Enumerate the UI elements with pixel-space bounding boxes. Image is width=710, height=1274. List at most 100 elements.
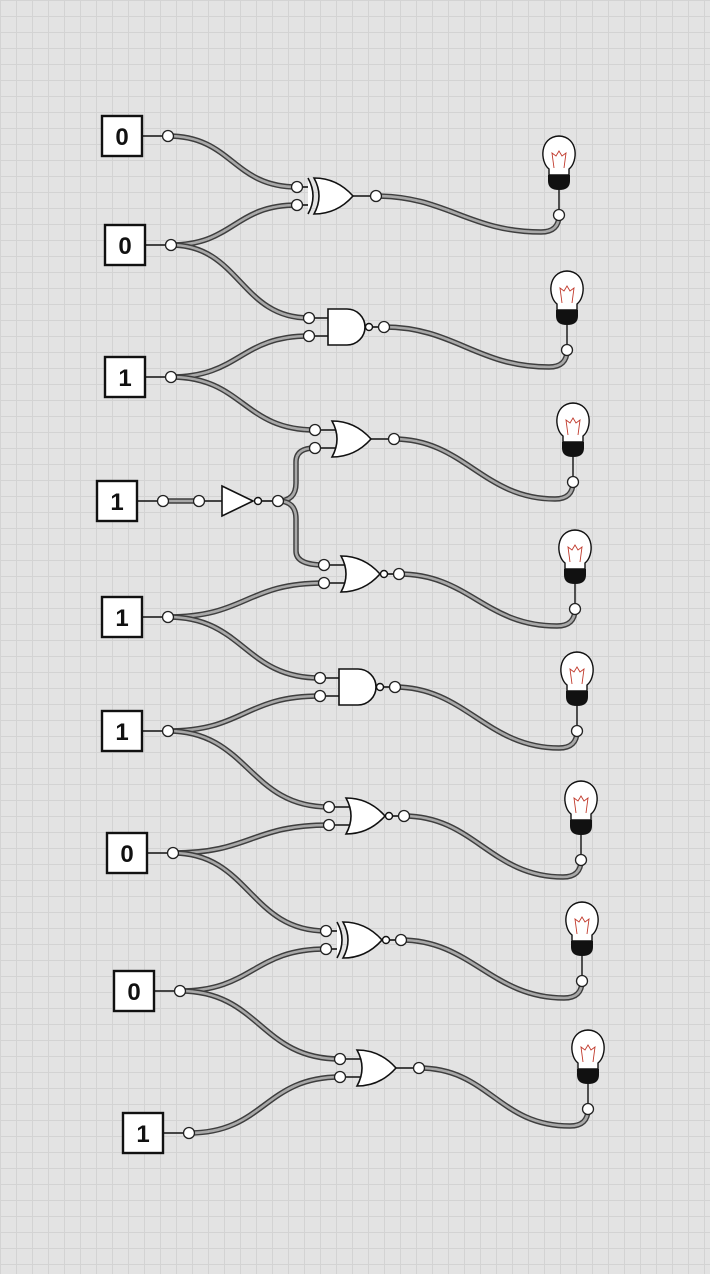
logic-gate-nor [324,555,399,593]
connection-pin[interactable] [302,311,316,325]
connection-pin[interactable] [581,1102,595,1116]
switch-value[interactable]: 1 [115,719,128,746]
connection-pin[interactable] [290,180,304,194]
input-switch[interactable]: 0 [112,969,180,1013]
connection-pin[interactable] [333,1070,347,1084]
input-switch[interactable]: 1 [100,595,168,639]
connection-pin[interactable] [182,1126,196,1140]
input-switch[interactable]: 1 [95,479,163,523]
switch-value[interactable]: 0 [115,124,128,151]
switch-value[interactable]: 1 [118,365,131,392]
bulb-filament [573,795,589,814]
switch-box[interactable] [105,831,149,875]
wire [391,436,576,502]
wire [165,133,300,190]
connection-pin[interactable] [560,343,574,357]
connection-pin[interactable] [317,576,331,590]
connection-pin[interactable] [290,198,304,212]
wire [416,1065,591,1129]
connection-pin[interactable] [164,370,178,384]
connection-pin[interactable] [164,238,178,252]
gate-body [339,555,382,593]
connection-pin[interactable] [161,610,175,624]
wire-outline [396,571,578,629]
input-switch[interactable]: 1 [121,1111,189,1155]
input-switch[interactable]: 1 [103,355,171,399]
connection-pin[interactable] [377,320,391,334]
connection-pin[interactable] [156,494,170,508]
connection-pin[interactable] [574,853,588,867]
connection-pin[interactable] [570,724,584,738]
input-switch[interactable]: 1 [100,709,168,753]
connection-pin[interactable] [394,933,408,947]
connection-pin[interactable] [392,567,406,581]
bulb-glass [556,402,590,443]
connection-pin[interactable] [317,558,331,572]
wire [275,498,327,568]
wire-core [169,375,317,432]
switch-box[interactable] [121,1111,165,1155]
switch-value[interactable]: 1 [115,605,128,632]
logic-gate-or [315,420,394,458]
connection-pin[interactable] [322,818,336,832]
connection-pin[interactable] [387,432,401,446]
connection-pin[interactable] [166,846,180,860]
switch-value[interactable]: 0 [127,979,140,1006]
bulb-glass [564,780,598,821]
connection-pin[interactable] [173,984,187,998]
switch-box[interactable] [103,223,147,267]
connection-pin[interactable] [271,494,285,508]
connection-pin[interactable] [322,800,336,814]
connection-pin[interactable] [308,423,322,437]
input-switch[interactable]: 0 [105,831,173,875]
bulb-filament [580,1044,596,1063]
connection-pin[interactable] [313,671,327,685]
connection-pin[interactable] [308,441,322,455]
wire-core [178,947,328,993]
connection-pin[interactable] [319,942,333,956]
gate-body [330,420,373,458]
wire [381,324,570,370]
bulb-base [570,820,592,835]
xor-curve [336,921,343,959]
connection-pin[interactable] [412,1061,426,1075]
bulb-filament [565,417,581,436]
switch-value[interactable]: 0 [118,233,131,260]
switch-box[interactable] [100,709,144,753]
connection-pin[interactable] [388,680,402,694]
connection-pin[interactable] [568,602,582,616]
lightbulb-icon [556,402,590,482]
inversion-bubble [384,811,394,821]
wire-outline [392,684,580,751]
connection-pin[interactable] [192,494,206,508]
logic-gate-xor [297,177,376,215]
input-switch[interactable]: 0 [100,114,168,158]
wire-outline [401,813,584,880]
switch-box[interactable] [100,595,144,639]
connection-pin[interactable] [575,974,589,988]
connection-pin[interactable] [161,129,175,143]
switch-box[interactable] [112,969,156,1013]
switch-box[interactable] [100,114,144,158]
input-switch[interactable]: 0 [103,223,171,267]
connection-pin[interactable] [369,189,383,203]
connection-pin[interactable] [552,208,566,222]
connection-pin[interactable] [319,924,333,938]
connection-pin[interactable] [333,1052,347,1066]
switch-value[interactable]: 1 [110,489,123,516]
switch-value[interactable]: 1 [136,1121,149,1148]
wire-core [171,823,331,855]
wire [165,580,327,620]
connection-pin[interactable] [397,809,411,823]
switch-box[interactable] [103,355,147,399]
switch-value[interactable]: 0 [120,841,133,868]
wire-core [374,194,561,234]
wire-core [417,1066,590,1128]
wire-core [166,134,299,189]
connection-pin[interactable] [302,329,316,343]
connection-pin[interactable] [161,724,175,738]
connection-pin[interactable] [566,475,580,489]
wire [177,946,329,994]
connection-pin[interactable] [313,689,327,703]
switch-box[interactable] [95,479,139,523]
